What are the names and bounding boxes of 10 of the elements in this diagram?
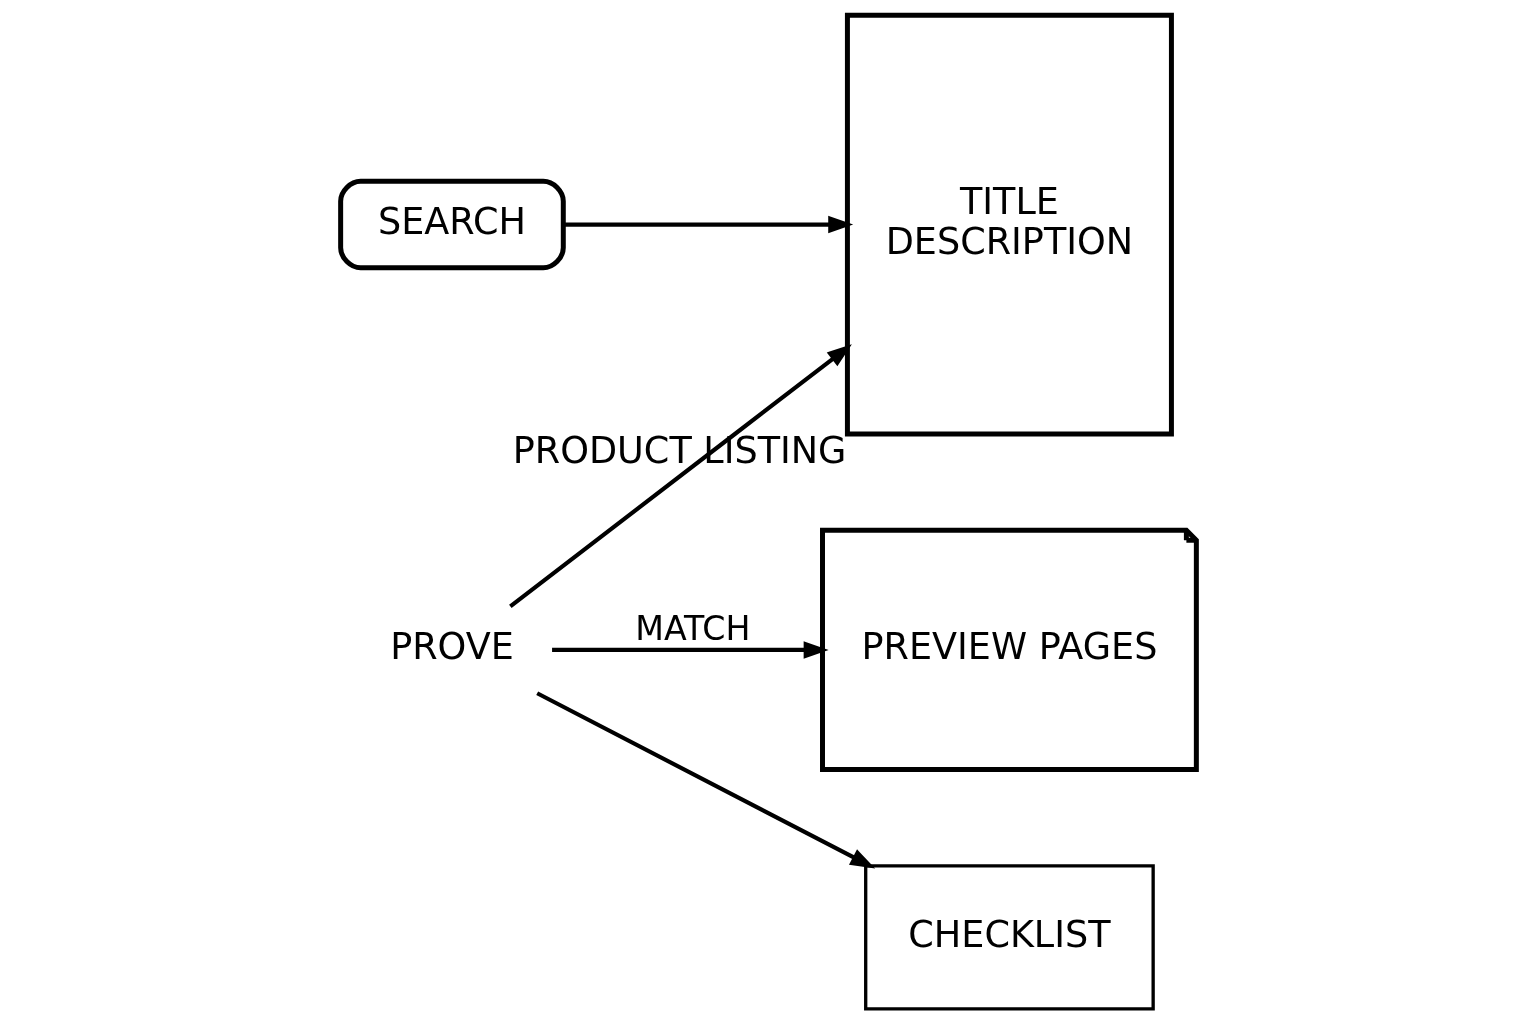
arrow: [551, 641, 829, 659]
edge-label: MATCH: [634, 608, 751, 648]
arrow: [535, 691, 875, 869]
node-box: SEARCH: [337, 178, 566, 271]
arrow: [508, 344, 852, 609]
node-label: PRODUCT LISTING: [512, 429, 846, 473]
node-text: PROVE: [389, 625, 514, 669]
node-box: CHECKLIST: [863, 864, 1155, 1011]
node-box: TITLE DESCRIPTION: [844, 12, 1174, 437]
arrow: [563, 215, 853, 234]
